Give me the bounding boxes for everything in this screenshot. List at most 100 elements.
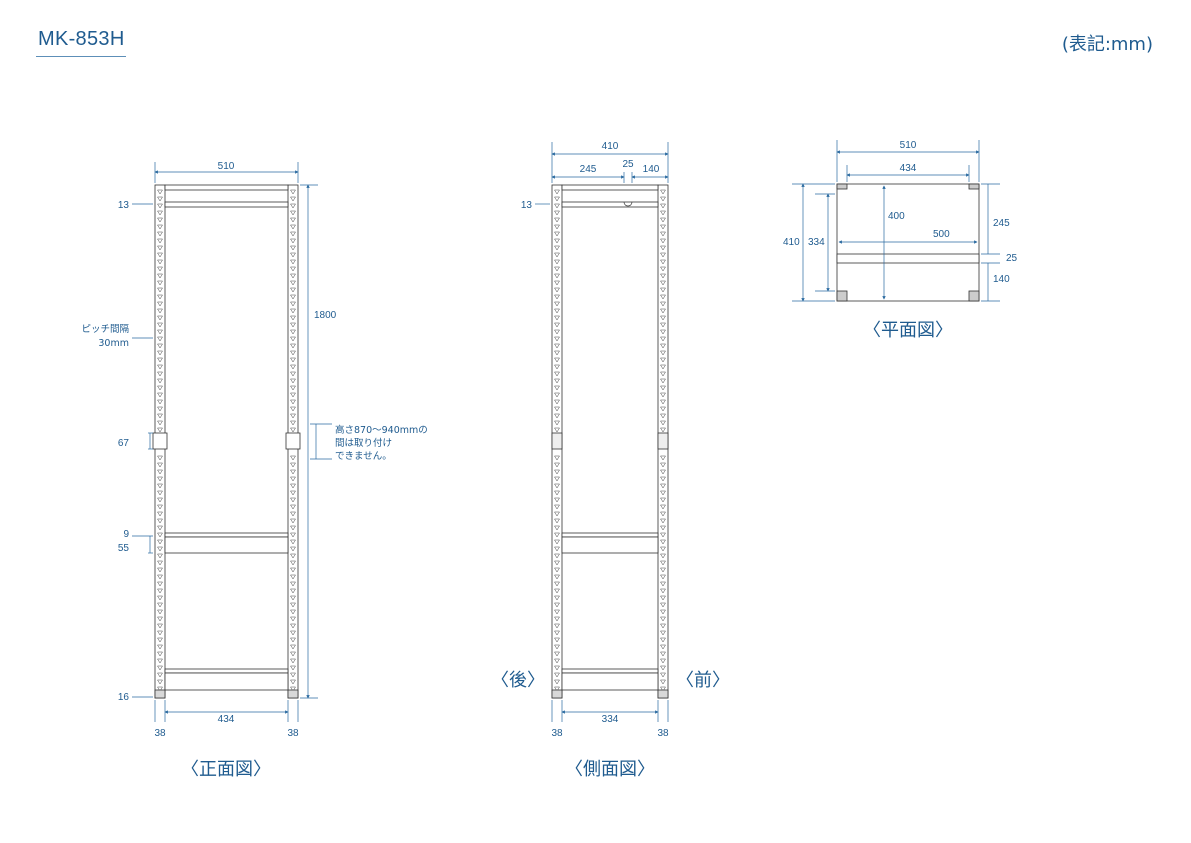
plan-140: 140 [993, 274, 1010, 285]
model-underline [36, 56, 126, 57]
post-hole [660, 308, 666, 314]
post-hole [554, 406, 560, 412]
post-hole [290, 336, 296, 342]
post-hole [660, 658, 666, 664]
post-hole [554, 301, 560, 307]
side-shelf-2 [561, 536, 659, 554]
post-hole [290, 546, 296, 552]
post-hole [660, 231, 666, 237]
post-hole [554, 490, 560, 496]
plan-post-br [968, 290, 980, 302]
post-hole [554, 287, 560, 293]
post-hole [660, 315, 666, 321]
post-hole [157, 630, 163, 636]
post-hole [660, 553, 666, 559]
post-hole [660, 588, 666, 594]
post-hole [554, 546, 560, 552]
post-hole [554, 462, 560, 468]
post-hole [290, 315, 296, 321]
post-hole [554, 196, 560, 202]
post-hole [554, 280, 560, 286]
post-hole [290, 322, 296, 328]
side-post-right-38: 38 [657, 728, 669, 739]
post-hole [290, 392, 296, 398]
post-hole [157, 196, 163, 202]
post-hole [660, 574, 666, 580]
post-hole [290, 238, 296, 244]
post-hole [157, 336, 163, 342]
side-depth-410: 410 [602, 141, 619, 152]
post-hole [290, 371, 296, 377]
post-hole [660, 273, 666, 279]
post-hole [554, 245, 560, 251]
post-hole [554, 210, 560, 216]
post-hole [157, 581, 163, 587]
post-hole [554, 392, 560, 398]
front-shelf-2-lip [164, 532, 289, 538]
side-seg-245: 245 [580, 164, 597, 175]
plan-post-bl [836, 290, 848, 302]
post-hole [660, 392, 666, 398]
post-hole [157, 672, 163, 678]
post-hole [554, 224, 560, 230]
plan-post-tl [836, 183, 848, 190]
post-hole [157, 637, 163, 643]
post-hole [554, 189, 560, 195]
post-hole [157, 189, 163, 195]
post-hole [290, 602, 296, 608]
post-hole [660, 406, 666, 412]
post-hole [157, 469, 163, 475]
post-hole [554, 259, 560, 265]
post-hole [157, 203, 163, 209]
plan-view-caption: 〈平面図〉 [863, 320, 953, 341]
post-hole [554, 644, 560, 650]
post-hole [660, 686, 666, 692]
front-pitch-value: 30mm [98, 338, 129, 349]
post-hole [290, 385, 296, 391]
post-hole [157, 490, 163, 496]
post-hole [290, 504, 296, 510]
post-hole [290, 518, 296, 524]
front-left-post-holes [157, 189, 163, 692]
post-hole [554, 357, 560, 363]
post-hole [157, 588, 163, 594]
post-hole [660, 371, 666, 377]
post-hole [660, 567, 666, 573]
post-hole [157, 329, 163, 335]
post-hole [290, 189, 296, 195]
post-hole [554, 476, 560, 482]
post-hole [157, 322, 163, 328]
front-shelf-top [164, 184, 289, 191]
post-hole [554, 336, 560, 342]
post-hole [660, 266, 666, 272]
post-hole [660, 469, 666, 475]
post-hole [290, 616, 296, 622]
side-front-post-holes [660, 189, 666, 692]
unit-note: (表記:mm) [1061, 34, 1153, 55]
post-hole [157, 679, 163, 685]
post-hole [660, 616, 666, 622]
post-hole [554, 252, 560, 258]
post-hole [554, 329, 560, 335]
post-hole [290, 308, 296, 314]
post-hole [660, 532, 666, 538]
post-hole [157, 525, 163, 531]
post-hole [157, 343, 163, 349]
post-hole [554, 427, 560, 433]
side-back-label: 〈後〉 [491, 670, 545, 691]
front-width-510: 510 [218, 161, 235, 172]
post-hole [554, 511, 560, 517]
post-hole [660, 224, 666, 230]
post-hole [290, 511, 296, 517]
side-back-joint [551, 432, 563, 450]
post-hole [157, 406, 163, 412]
post-hole [157, 504, 163, 510]
front-shelf-1 [164, 201, 289, 208]
post-hole [290, 462, 296, 468]
post-hole [157, 280, 163, 286]
post-hole [554, 616, 560, 622]
post-hole [554, 273, 560, 279]
post-hole [554, 420, 560, 426]
post-hole [660, 560, 666, 566]
post-hole [290, 245, 296, 251]
